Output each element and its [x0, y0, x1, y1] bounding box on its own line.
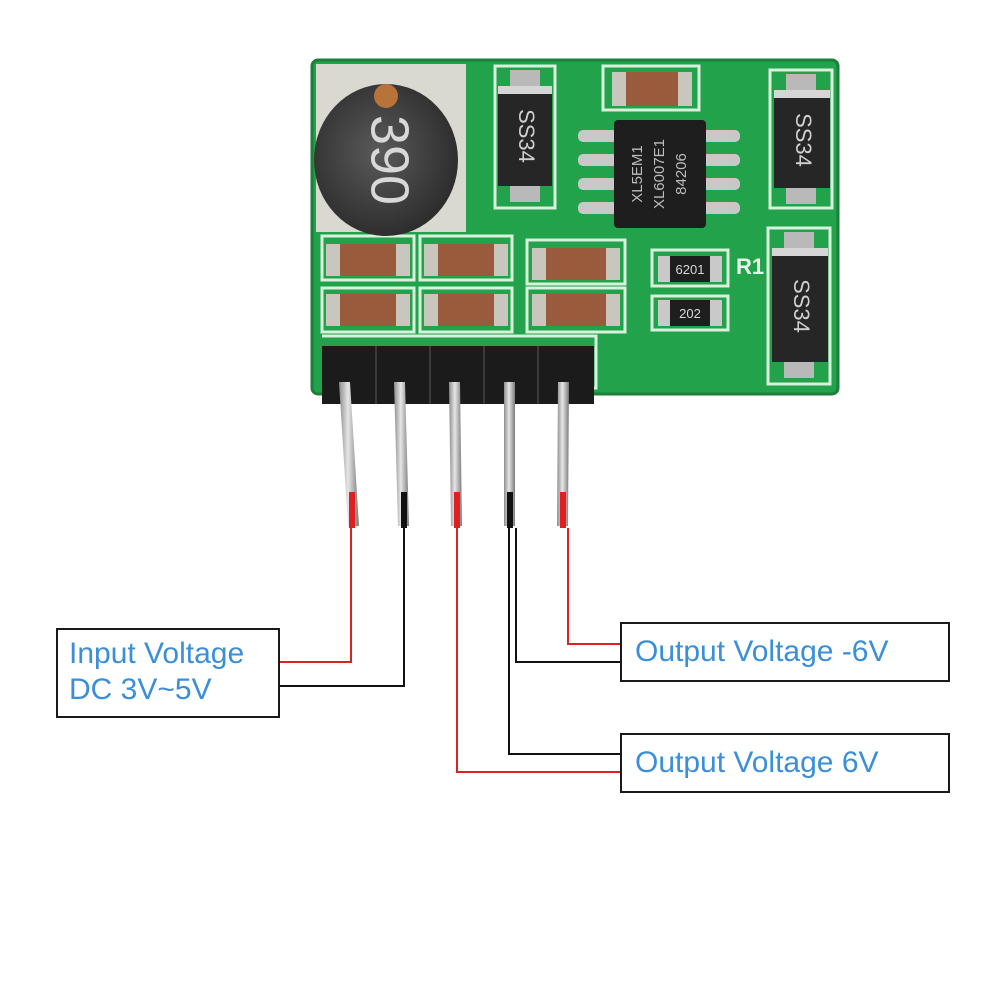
output-positive-text: Output Voltage 6V — [635, 746, 879, 779]
wire-output-positive — [456, 528, 620, 773]
resistor-designator: R1 — [736, 254, 764, 279]
output-negative-text: Output Voltage -6V — [635, 635, 889, 668]
ic-marking-line2: XL6007E1 — [651, 139, 668, 209]
input-voltage-line2: DC 3V~5V — [69, 673, 212, 706]
resistor-top: 6201 — [658, 256, 722, 282]
capacitor — [326, 294, 410, 326]
header-pin — [449, 382, 462, 526]
diode-marking: SS34 — [789, 279, 814, 333]
wire-input-ground — [280, 528, 405, 687]
pin-header — [322, 346, 594, 528]
ic-marking-line1: XL5EM1 — [629, 145, 646, 203]
capacitor — [424, 294, 508, 326]
input-voltage-label: Input Voltage DC 3V~5V — [56, 628, 280, 718]
capacitor-array — [326, 244, 620, 326]
resistor-bottom: 202 — [658, 300, 722, 326]
wire-output-common — [508, 528, 620, 755]
inductor: 390 — [314, 64, 466, 236]
capacitor — [326, 244, 410, 276]
inductor-marking: 390 — [360, 115, 420, 205]
header-pin — [557, 382, 569, 526]
wire-input-positive — [280, 528, 352, 663]
capacitor — [612, 72, 692, 106]
wire-output-common-neg — [515, 528, 620, 663]
diode-marking: SS34 — [791, 113, 816, 167]
input-voltage-line1: Input Voltage — [69, 637, 245, 670]
diode-marking: SS34 — [514, 109, 539, 163]
resistor-bottom-marking: 202 — [679, 306, 701, 321]
diode-d3: SS34 — [772, 232, 828, 378]
diode-d2: SS34 — [774, 74, 830, 204]
header-pin — [394, 382, 409, 526]
capacitor — [532, 248, 620, 280]
capacitor — [424, 244, 508, 276]
capacitor — [532, 294, 620, 326]
header-pin — [504, 382, 515, 526]
header-pin — [339, 382, 359, 526]
output-positive-label: Output Voltage 6V — [620, 733, 950, 793]
ic-marking-line3: 84206 — [673, 153, 690, 195]
output-negative-label: Output Voltage -6V — [620, 622, 950, 682]
wire-output-negative — [567, 528, 620, 645]
diode-d1: SS34 — [498, 70, 552, 202]
ic-chip: XL5EM1 XL6007E1 84206 — [578, 120, 740, 228]
resistor-top-marking: 6201 — [676, 262, 705, 277]
